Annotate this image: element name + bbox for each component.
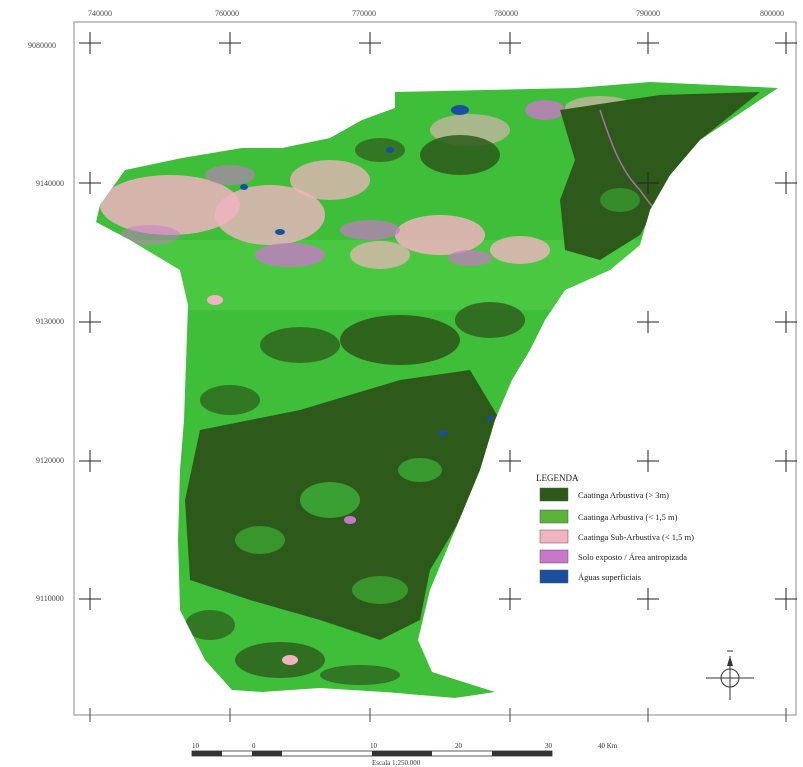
map-frame xyxy=(73,21,797,716)
scale-tick-6: 40 Km xyxy=(598,742,618,750)
top-coord-1: 740000 xyxy=(88,9,112,18)
legend-swatch-bare-soil xyxy=(539,549,569,564)
scale-tick-4: 20 xyxy=(455,742,463,750)
top-coord-4: 780000 xyxy=(494,9,518,18)
surface-water xyxy=(177,105,493,436)
top-coord-6: 800000 xyxy=(760,9,784,18)
legend-label-dense: Caatinga Arbustiva (> 3m) xyxy=(578,490,669,500)
scale-tick-1: 10 xyxy=(192,742,200,750)
left-coord-1: 9080000 xyxy=(28,41,56,50)
scale-tick-3: 10 xyxy=(370,742,378,750)
scale-tick-2: 0 xyxy=(252,742,256,750)
legend-swatch-water xyxy=(539,569,569,584)
top-coord-3: 770000 xyxy=(352,9,376,18)
grid-crosses xyxy=(79,32,797,610)
anthropized-belt xyxy=(100,96,635,269)
study-area xyxy=(96,82,778,698)
scale-bar: 10 0 10 20 30 40 Km Escala 1:250.000 xyxy=(191,742,618,767)
left-coord-5: 9110000 xyxy=(36,594,64,603)
top-coord-5: 790000 xyxy=(636,9,660,18)
legend-swatch-dense xyxy=(539,487,569,502)
scale-caption: Escala 1:250.000 xyxy=(372,759,421,767)
left-coord-4: 9120000 xyxy=(36,456,64,465)
bottom-ticks xyxy=(89,708,787,722)
legend-swatch-subshrub xyxy=(539,529,569,544)
scale-tick-5: 30 xyxy=(545,742,553,750)
left-coord-2: 9140000 xyxy=(36,179,64,188)
legend: LEGENDA Caatinga Arbustiva (> 3m) Caatin… xyxy=(536,473,694,584)
legend-label-subshrub: Caatinga Sub-Arbustiva (< 1,5 m) xyxy=(578,532,694,542)
legend-label-open: Caatinga Arbustiva (< 1,5 m) xyxy=(578,512,678,522)
top-coord-2: 760000 xyxy=(215,9,239,18)
left-coord-3: 9130000 xyxy=(36,317,64,326)
open-caatinga xyxy=(235,188,640,604)
legend-label-bare-soil: Solo exposto / Área antropizada xyxy=(578,552,687,562)
legend-title: LEGENDA xyxy=(536,473,579,483)
legend-label-water: Águas superficiais xyxy=(578,572,641,582)
north-arrow-icon xyxy=(706,650,754,700)
legend-swatch-open xyxy=(539,509,569,524)
